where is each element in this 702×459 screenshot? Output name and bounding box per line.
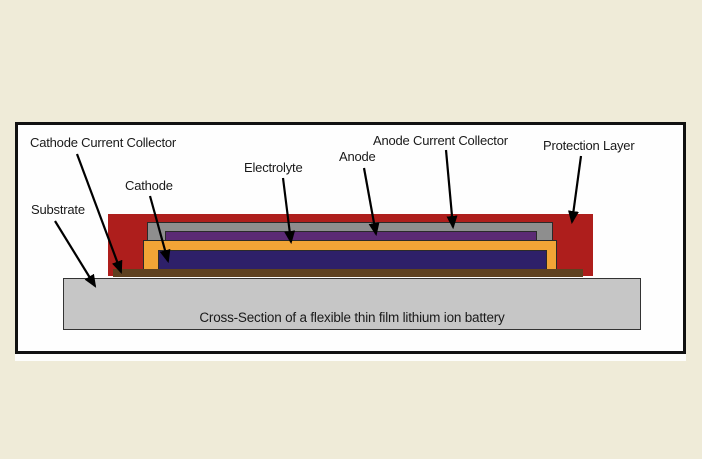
label-cathode: Cathode xyxy=(125,178,173,193)
label-electrolyte: Electrolyte xyxy=(244,160,303,175)
label-anode-current-collector: Anode Current Collector xyxy=(373,133,508,148)
label-protection-layer: Protection Layer xyxy=(543,138,635,153)
battery-cross-section-diagram: Cathode Current Collector Cathode Substr… xyxy=(15,122,686,354)
layer-substrate xyxy=(63,278,641,330)
label-anode: Anode xyxy=(339,149,376,164)
diagram-canvas: Cathode Current Collector Cathode Substr… xyxy=(18,125,683,351)
label-substrate: Substrate xyxy=(31,202,85,217)
layer-cathode-current-collector xyxy=(113,269,583,277)
arrow-substrate xyxy=(54,220,97,288)
figure-caption: Cross-Section of a flexible thin film li… xyxy=(199,310,505,325)
label-cathode-current-collector: Cathode Current Collector xyxy=(30,135,177,150)
arrow-protection-layer xyxy=(568,155,583,225)
layer-cathode xyxy=(158,250,547,271)
